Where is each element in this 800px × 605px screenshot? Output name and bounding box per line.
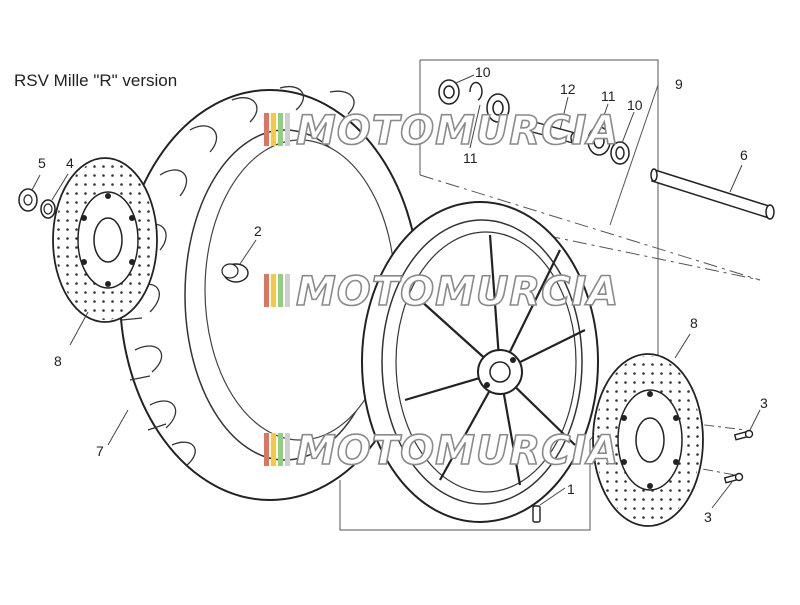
callout-9: 9 — [675, 76, 683, 92]
callouts: 10 9 12 11 10 11 6 5 4 2 8 8 7 3 3 1 — [38, 64, 768, 525]
wheel-rim — [361, 201, 599, 523]
watermark-bottom: MOTOMURCIA — [264, 427, 619, 475]
callout-10-top: 10 — [475, 64, 491, 80]
callout-5: 5 — [38, 155, 46, 171]
watermark-middle: MOTOMURCIA — [264, 268, 619, 316]
bearing-left — [486, 93, 510, 123]
callout-1: 1 — [567, 481, 575, 497]
valve-screw — [532, 505, 541, 523]
callout-2: 2 — [254, 223, 262, 239]
watermark-top: MOTOMURCIA — [264, 107, 619, 155]
spacer-tube — [517, 117, 578, 144]
screw-lower — [723, 472, 744, 484]
diagram-title: RSV Mille "R" version — [14, 71, 178, 90]
callout-3-lower: 3 — [704, 509, 712, 525]
spacer-part — [221, 263, 249, 283]
screw-upper — [733, 429, 754, 441]
ring-part — [40, 199, 56, 219]
watermark-text: MOTOMURCIA — [296, 108, 619, 154]
callout-12: 12 — [560, 81, 576, 97]
callout-4: 4 — [66, 155, 74, 171]
callout-11-left: 11 — [463, 150, 478, 166]
watermark-text: MOTOMURCIA — [296, 428, 619, 474]
callout-7: 7 — [96, 443, 104, 459]
wheel-axle — [650, 168, 775, 220]
bush-part — [18, 188, 38, 212]
bearing-right — [587, 126, 611, 156]
leader-lines — [31, 74, 761, 509]
watermark-text: MOTOMURCIA — [296, 269, 619, 315]
callout-3-upper: 3 — [760, 395, 768, 411]
callout-8-left: 8 — [54, 353, 62, 369]
circlip — [469, 81, 483, 101]
callout-11-right: 11 — [601, 88, 616, 104]
callout-10-right: 10 — [627, 97, 643, 113]
oil-seal-right — [610, 141, 630, 165]
oil-seal-left — [438, 79, 460, 105]
callout-6: 6 — [740, 147, 748, 163]
brake-disc-right — [592, 353, 704, 527]
brake-disc-left — [52, 157, 158, 323]
callout-8-right: 8 — [690, 315, 698, 331]
